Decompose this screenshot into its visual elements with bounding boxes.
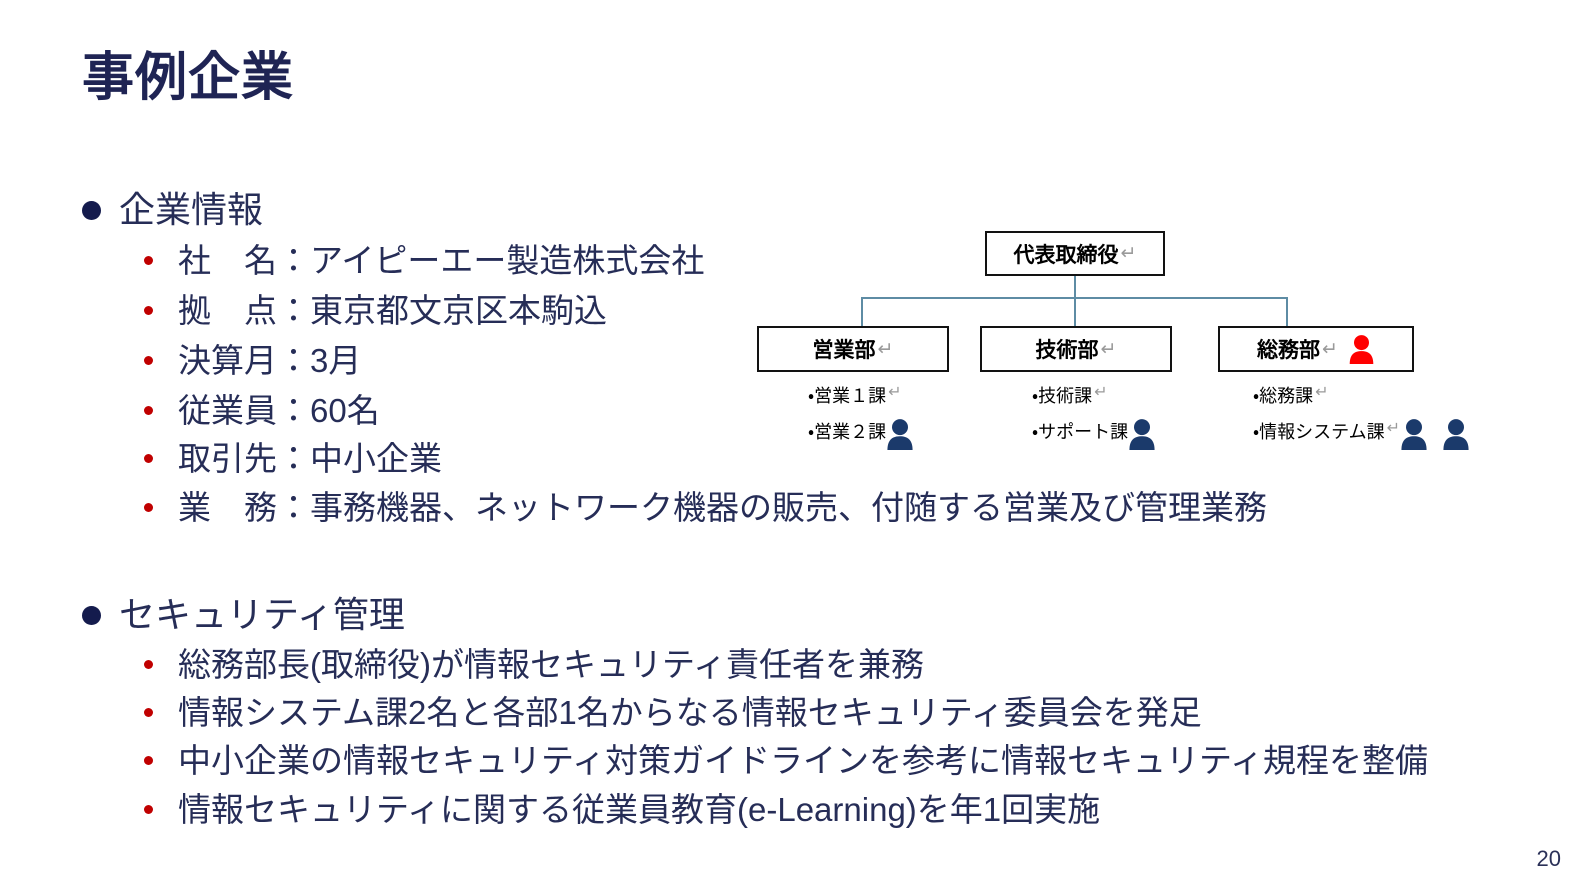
pilcrow-icon: ↵ <box>1386 420 1400 437</box>
section-heading-label: セキュリティ管理 <box>119 594 405 635</box>
bullet-dot-level1-icon <box>82 200 101 220</box>
org-box-label: 代表取締役 <box>1013 243 1119 267</box>
pilcrow-icon: ↵ <box>888 384 902 401</box>
list-item-company-name: 社 名：アイピーエー製造株式会社 <box>144 244 704 277</box>
page-title: 事例企業 <box>82 49 295 107</box>
list-item-security-guidelines: 中小企業の情報セキュリティ対策ガイドラインを参考に情報セキュリティ規程を整備 <box>144 744 1428 777</box>
list-item-label: 情報システム課2名と各部1名からなる情報セキュリティ委員会を発足 <box>178 694 1202 731</box>
list-item-label: 中小企業の情報セキュリティ対策ガイドラインを参考に情報セキュリティ規程を整備 <box>178 742 1429 779</box>
pilcrow-icon: ↵ <box>1322 338 1338 360</box>
org-subsection-sales-1: ・営業１課↵ <box>808 382 902 408</box>
bullet-dot-level2-icon <box>144 454 153 463</box>
list-item-label: 社 名：アイピーエー製造株式会社 <box>178 242 705 279</box>
list-item-label: 業 務：事務機器、ネットワーク機器の販売、付随する営業及び管理業務 <box>178 489 1267 526</box>
list-item-label: 総務部長(取締役)が情報セキュリティ責任者を兼務 <box>178 646 924 683</box>
org-subsection-sales-2: ・営業２課 <box>808 418 914 450</box>
org-subsection-support: ・サポート課 <box>1032 418 1156 450</box>
bullet-dot-level2-icon <box>144 756 153 765</box>
org-box-label: 技術部 <box>1035 339 1099 362</box>
org-subsection-information-systems: ・情報システム課↵ <box>1253 418 1470 450</box>
list-item-label: 拠 点：東京都文京区本駒込 <box>178 292 607 329</box>
list-item-fiscal-month: 決算月：3月 <box>144 344 361 377</box>
person-icon-navy <box>1129 419 1155 450</box>
list-item-security-officer: 総務部長(取締役)が情報セキュリティ責任者を兼務 <box>144 648 924 681</box>
section-heading-company-info: 企業情報 <box>82 192 263 228</box>
bullet-dot-level1-icon <box>82 605 101 625</box>
org-subsection-general-affairs: ・総務課↵ <box>1253 382 1329 408</box>
section-heading-security-management: セキュリティ管理 <box>82 597 405 633</box>
connector-sales-vertical <box>861 297 863 327</box>
person-icon-navy <box>887 419 913 450</box>
list-item-location: 拠 点：東京都文京区本駒込 <box>144 294 607 327</box>
connector-admin-vertical <box>1286 297 1288 327</box>
bullet-dot-level2-icon <box>144 306 153 315</box>
org-subsection-label: ・技術課 <box>1032 386 1093 406</box>
org-subsection-label: ・サポート課 <box>1032 422 1129 442</box>
list-item-security-training: 情報セキュリティに関する従業員教育(e-Learning)を年1回実施 <box>144 793 1100 826</box>
person-icon-navy <box>1401 419 1427 450</box>
person-icon-red <box>1349 335 1374 364</box>
org-subsection-label: ・総務課 <box>1253 386 1314 406</box>
bullet-dot-level2-icon <box>144 256 153 265</box>
org-box-general-affairs-department: 総務部↵ <box>1218 326 1414 372</box>
list-item-label: 決算月：3月 <box>178 342 362 379</box>
org-box-technical-department: 技術部↵ <box>980 326 1172 372</box>
pilcrow-icon: ↵ <box>1120 243 1137 264</box>
list-item-label: 取引先：中小企業 <box>178 440 442 477</box>
org-box-label: 営業部 <box>812 339 876 362</box>
pilcrow-icon: ↵ <box>1100 338 1117 360</box>
org-chart: 代表取締役↵ 営業部↵ ・営業１課↵ ・営業２課 技術部↵ ・技術課↵ ・サポー… <box>740 222 1500 472</box>
list-item-clients: 取引先：中小企業 <box>144 442 442 475</box>
bullet-dot-level2-icon <box>144 805 153 814</box>
page-number: 20 <box>1536 846 1561 871</box>
person-icon-navy <box>1443 419 1469 450</box>
list-item-label: 従業員：60名 <box>178 392 380 429</box>
list-item-security-committee: 情報システム課2名と各部1名からなる情報セキュリティ委員会を発足 <box>144 696 1202 729</box>
org-subsection-technical: ・技術課↵ <box>1032 382 1108 408</box>
pilcrow-icon: ↵ <box>1315 384 1329 401</box>
bullet-dot-level2-icon <box>144 356 153 365</box>
list-item-employees: 従業員：60名 <box>144 394 380 427</box>
org-subsection-label: ・情報システム課 <box>1253 422 1385 442</box>
org-box-representative-director: 代表取締役↵ <box>985 231 1165 276</box>
connector-tech-vertical <box>1074 297 1076 327</box>
bullet-dot-level2-icon <box>144 503 153 512</box>
org-subsection-label: ・営業１課 <box>808 386 887 406</box>
pilcrow-icon: ↵ <box>1094 384 1108 401</box>
org-box-label: 総務部 <box>1257 339 1321 362</box>
bullet-dot-level2-icon <box>144 660 153 669</box>
section-heading-label: 企業情報 <box>119 189 264 230</box>
bullet-dot-level2-icon <box>144 708 153 717</box>
list-item-label: 情報セキュリティに関する従業員教育(e-Learning)を年1回実施 <box>178 791 1101 828</box>
pilcrow-icon: ↵ <box>877 338 894 360</box>
list-item-business: 業 務：事務機器、ネットワーク機器の販売、付随する営業及び管理業務 <box>144 491 1267 524</box>
org-subsection-label: ・営業２課 <box>808 422 887 442</box>
bullet-dot-level2-icon <box>144 406 153 415</box>
org-box-sales-department: 営業部↵ <box>757 326 949 372</box>
